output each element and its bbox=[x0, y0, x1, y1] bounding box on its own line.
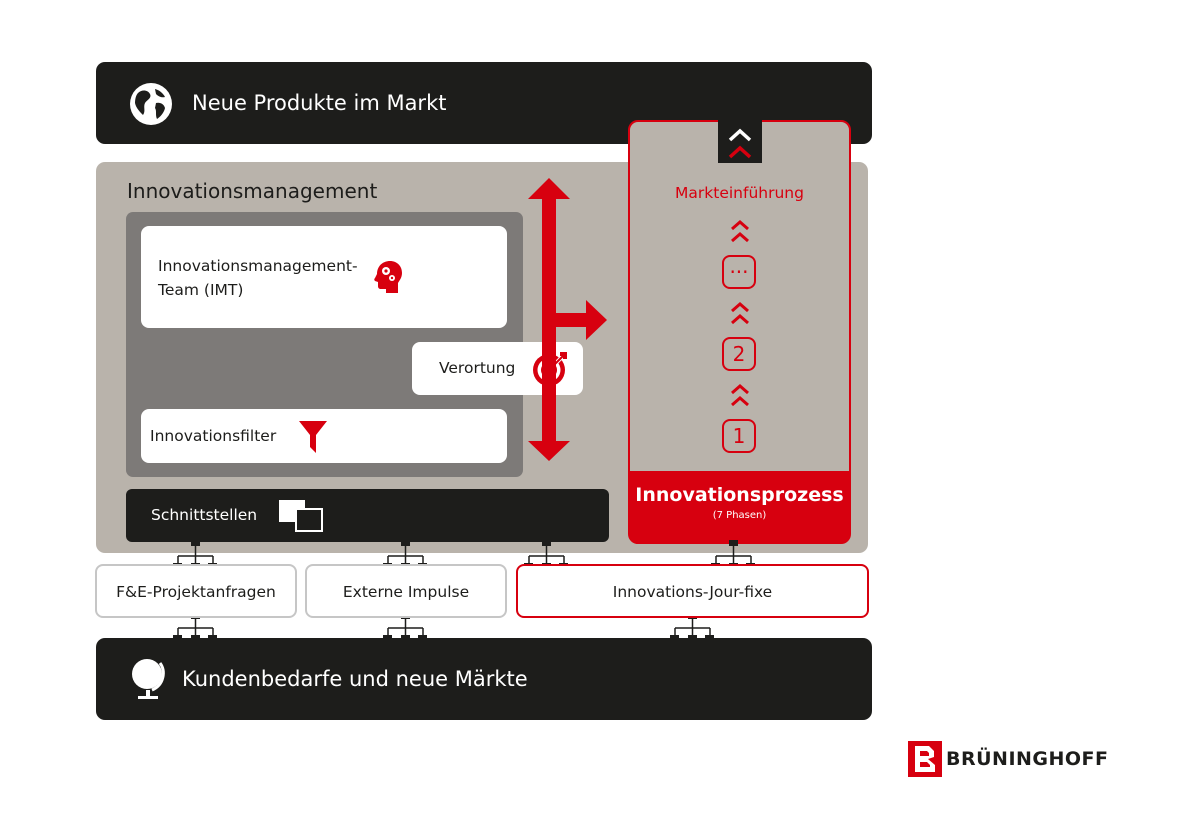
chevron-up-icon bbox=[728, 128, 752, 159]
filter-label: Innovationsfilter bbox=[150, 427, 277, 445]
chevron-up-icon bbox=[731, 220, 749, 243]
imt-card: Innovationsmanagement- Team (IMT) bbox=[141, 226, 507, 328]
globe-icon bbox=[130, 83, 172, 125]
globe-stand-icon bbox=[132, 659, 165, 699]
schnittstellen-label: Schnittstellen bbox=[151, 506, 258, 524]
chevron-up-icon bbox=[731, 302, 749, 325]
chevron-up-icon bbox=[731, 384, 749, 407]
innovation-management-title: Innovationsmanagement bbox=[127, 179, 378, 203]
phase-2: 2 bbox=[722, 337, 756, 371]
input-box-fe-requests: F&E-Projektanfragen bbox=[95, 564, 297, 618]
schnittstellen-bar: Schnittstellen bbox=[126, 489, 609, 542]
overlapping-windows-icon bbox=[279, 500, 323, 532]
input-box-jour-fixe: Innovations-Jour-fixe bbox=[516, 564, 869, 618]
process-top-gap bbox=[718, 119, 762, 163]
input-box-external-impulses: Externe Impulse bbox=[305, 564, 507, 618]
connection-arrow-icon bbox=[528, 178, 607, 461]
bottom-bar: Kundenbedarfe und neue Märkte bbox=[96, 638, 872, 720]
filter-card: Innovationsfilter bbox=[141, 409, 507, 463]
top-bar: Neue Produkte im Markt bbox=[96, 62, 872, 144]
logo-mark-icon bbox=[908, 741, 942, 777]
phase-ellipsis: ··· bbox=[722, 255, 756, 289]
verortung-label: Verortung bbox=[439, 359, 516, 377]
head-gears-icon bbox=[374, 261, 402, 293]
innovation-process-title: Innovationsprozess bbox=[635, 484, 844, 506]
imt-label-line1: Innovationsmanagement- bbox=[158, 257, 358, 275]
top-bar-title: Neue Produkte im Markt bbox=[192, 91, 447, 115]
bottom-bar-title: Kundenbedarfe und neue Märkte bbox=[182, 667, 528, 691]
innovation-process-subtitle: (7 Phasen) bbox=[712, 510, 767, 521]
market-launch-label: Markteinführung bbox=[675, 184, 804, 202]
innovation-process-footer: Innovationsprozess (7 Phasen) bbox=[629, 471, 850, 543]
imt-label-line2: Team (IMT) bbox=[158, 281, 244, 299]
phase-1: 1 bbox=[722, 419, 756, 453]
logo-text: BRÜNINGHOFF bbox=[946, 748, 1109, 770]
funnel-icon bbox=[299, 421, 327, 453]
